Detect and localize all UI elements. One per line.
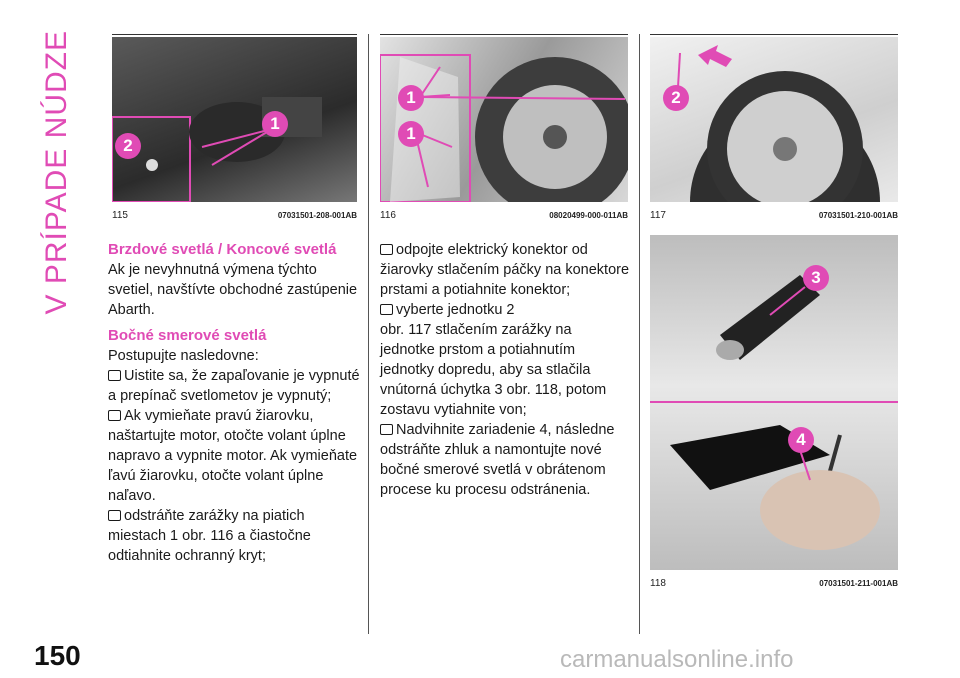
heading-brake-lights: Brzdové svetlá / Koncové svetlá	[108, 241, 337, 258]
paragraph-intro: Postupujte nasledovne:	[108, 348, 259, 364]
rule-top-2	[380, 34, 628, 35]
figure-116-image: 1 1	[380, 37, 628, 202]
figure-116-drawing	[380, 54, 628, 202]
figure-115-caption: 115 07031501-208-001AB	[112, 208, 357, 222]
step-1: Uistite sa, že zapaľovanie je vypnuté a …	[108, 366, 362, 406]
step-5: vyberte jednotku 2	[380, 300, 630, 320]
column-divider-1	[368, 34, 369, 634]
figure-117-image: 2	[650, 37, 898, 202]
figure-number: 118	[650, 577, 666, 589]
callout-1: 1	[398, 85, 424, 111]
figure-code: 07031501-208-001AB	[277, 210, 357, 220]
callout-3: 3	[803, 265, 829, 291]
callout-1: 1	[262, 111, 288, 137]
step-4: odpojte elektrický konektor od žiarovky …	[380, 242, 630, 298]
text-column-2: odpojte elektrický konektor od žiarovky …	[380, 240, 630, 500]
callout-2: 2	[663, 85, 689, 111]
figure-115-drawing	[112, 97, 322, 202]
paragraph-brake-lights: Ak je nevyhnutná výmena týchto svetiel, …	[108, 262, 358, 318]
figure-code: 08020499-000-011AB	[549, 210, 628, 220]
text-column-1: Brzdové svetlá / Koncové svetlá Ak je ne…	[108, 240, 362, 566]
step-3: odstráňte zarážky na piatich miestach 1 …	[108, 506, 362, 566]
callout-2: 2	[115, 133, 141, 159]
figure-115-image: 1 2	[112, 37, 357, 202]
figure-number: 117	[650, 209, 666, 221]
figure-code: 07031501-210-001AB	[818, 210, 898, 220]
page-number: 150	[34, 640, 81, 671]
step-2: Ak vymieňate pravú žiarovku, naštartujte…	[108, 406, 362, 506]
figure-code: 07031501-211-001AB	[819, 578, 898, 588]
figure-117-caption: 117 07031501-210-001AB	[650, 208, 898, 222]
rule-top-1	[112, 34, 357, 35]
step-5-continued: obr. 117 stlačením zarážky na jednotke p…	[380, 322, 607, 418]
figure-number: 115	[112, 209, 128, 221]
callout-4: 4	[788, 427, 814, 453]
step-6: Nadvihnite zariadenie 4, následne odstrá…	[380, 420, 630, 500]
heading-side-indicators: Bočné smerové svetlá	[108, 327, 267, 344]
figure-118-caption: 118 07031501-211-001AB	[650, 576, 898, 590]
rule-top-3	[650, 34, 898, 35]
section-tab: V PRÍPADE NÚDZE	[30, 30, 84, 315]
figure-116-caption: 116 08020499-000-011AB	[380, 208, 628, 222]
section-tab-label: V PRÍPADE NÚDZE	[40, 30, 73, 315]
figure-divider	[650, 401, 898, 403]
column-divider-2	[639, 34, 640, 634]
figure-117-drawing	[677, 45, 880, 202]
watermark: carmanualsonline.info	[560, 646, 794, 673]
figure-number: 116	[380, 209, 396, 221]
callout-1: 1	[398, 121, 424, 147]
figure-118-image: 3 4	[650, 235, 898, 570]
